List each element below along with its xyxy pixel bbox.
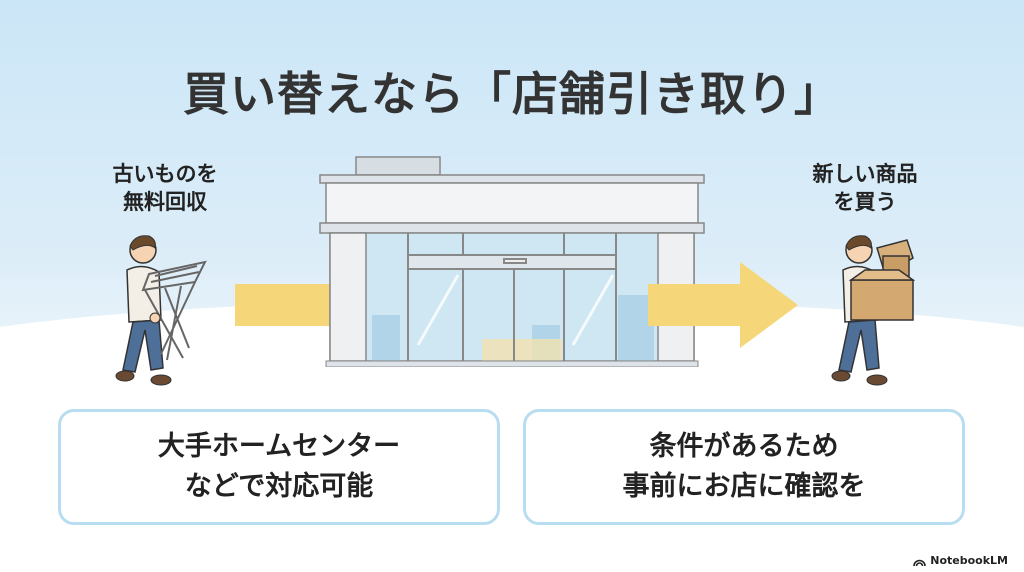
right-step-line2: を買う <box>833 190 897 214</box>
left-step-label: 古いものを 無料回収 <box>85 160 245 216</box>
right-arrow-icon <box>648 262 798 348</box>
right-step-label: 新しい商品 を買う <box>780 160 950 216</box>
right-step-line1: 新しい商品 <box>812 162 918 186</box>
info-box-conditions-line1: 条件があるため <box>649 431 839 462</box>
notebooklm-logo-icon <box>913 559 927 566</box>
info-box-availability-line2: などで対応可能 <box>184 471 374 502</box>
brand-watermark: NotebookLM <box>913 554 1008 567</box>
left-step-line1: 古いものを <box>112 162 218 186</box>
person-carrying-drying-rack-icon <box>115 235 207 386</box>
page-title: 買い替えなら「店舗引き取り」 <box>183 67 841 121</box>
info-box-conditions-line2: 事前にお店に確認を <box>622 471 866 502</box>
info-box-availability-line1: 大手ホームセンター <box>157 431 401 462</box>
store-building-icon <box>319 156 705 367</box>
info-box-conditions: 条件があるため 事前にお店に確認を <box>523 409 965 525</box>
left-step-line2: 無料回収 <box>123 190 207 214</box>
person-carrying-boxes-icon <box>831 235 916 386</box>
info-box-availability: 大手ホームセンター などで対応可能 <box>58 409 500 525</box>
brand-name: NotebookLM <box>930 554 1008 567</box>
